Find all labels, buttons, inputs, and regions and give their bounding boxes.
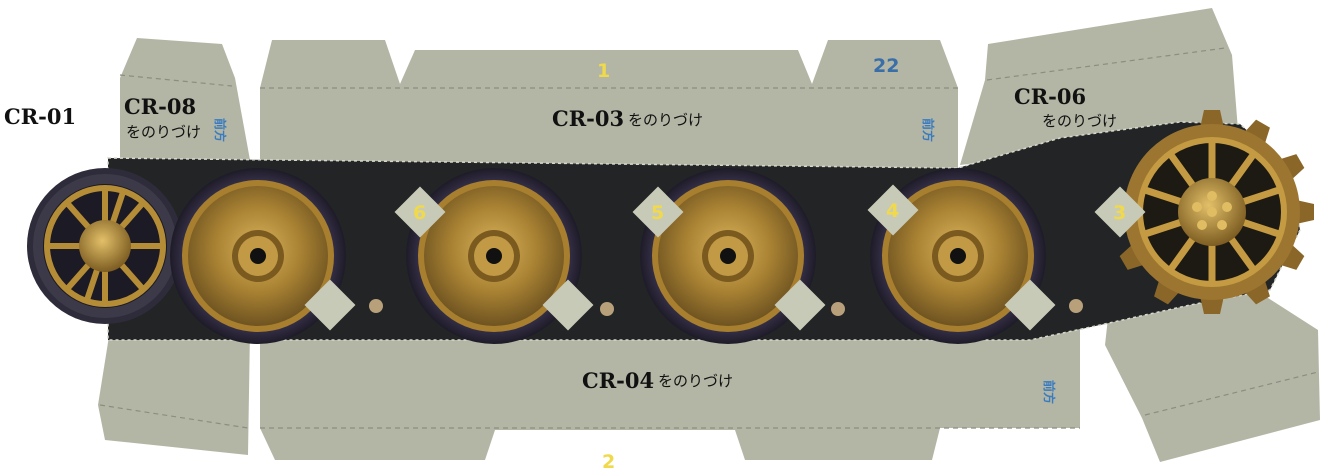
label-cr08: CR-08 — [124, 94, 196, 119]
panel-cr08 — [120, 38, 250, 160]
sprocket-icon — [1110, 110, 1314, 314]
idler-wheel-icon — [27, 168, 183, 324]
label-cr04: CR-04 — [582, 368, 654, 393]
road-wheel-icon — [170, 168, 346, 344]
wheel-marker-3: 3 — [1113, 202, 1126, 224]
label-cr03-sub: をのりづけ — [628, 111, 703, 129]
panel-bottom-right — [1105, 280, 1320, 462]
glue-tab-icon — [632, 186, 684, 238]
road-wheel-icon — [640, 168, 816, 344]
front-mark-bottom: 前方 — [1042, 380, 1057, 404]
alignment-dots — [369, 299, 1083, 316]
label-cr06-sub: をのりづけ — [1042, 112, 1117, 130]
label-cr08-sub: をのりづけ — [126, 123, 201, 141]
label-cr06: CR-06 — [1014, 84, 1086, 109]
label-cr01: CR-01 — [4, 104, 76, 129]
tab-number-top: 1 — [597, 60, 610, 82]
glue-tab-icon — [542, 279, 594, 331]
front-mark-top: 前方 — [921, 118, 936, 142]
road-wheels — [170, 168, 1046, 344]
label-cr03: CR-03 — [552, 106, 624, 131]
glue-tab-icon — [867, 184, 919, 236]
glue-tab-icon — [774, 279, 826, 331]
label-cr04-sub: をのりづけ — [658, 372, 733, 390]
panel-cr03 — [260, 40, 958, 170]
wheel-marker-5: 5 — [651, 202, 664, 224]
glue-tab-icon — [1004, 279, 1056, 331]
panel-cr04 — [260, 330, 1080, 460]
tab-number-top-right: 22 — [873, 55, 899, 77]
front-mark-left: 前方 — [213, 118, 228, 142]
glue-tab-icon — [1094, 186, 1146, 238]
tab-number-bottom: 2 — [602, 451, 615, 473]
glue-panels — [98, 8, 1320, 462]
wheel-marker-4: 4 — [886, 200, 899, 222]
wheel-marker-6: 6 — [413, 202, 426, 224]
panel-bottom-left — [98, 330, 250, 455]
road-wheel-icon — [406, 168, 582, 344]
